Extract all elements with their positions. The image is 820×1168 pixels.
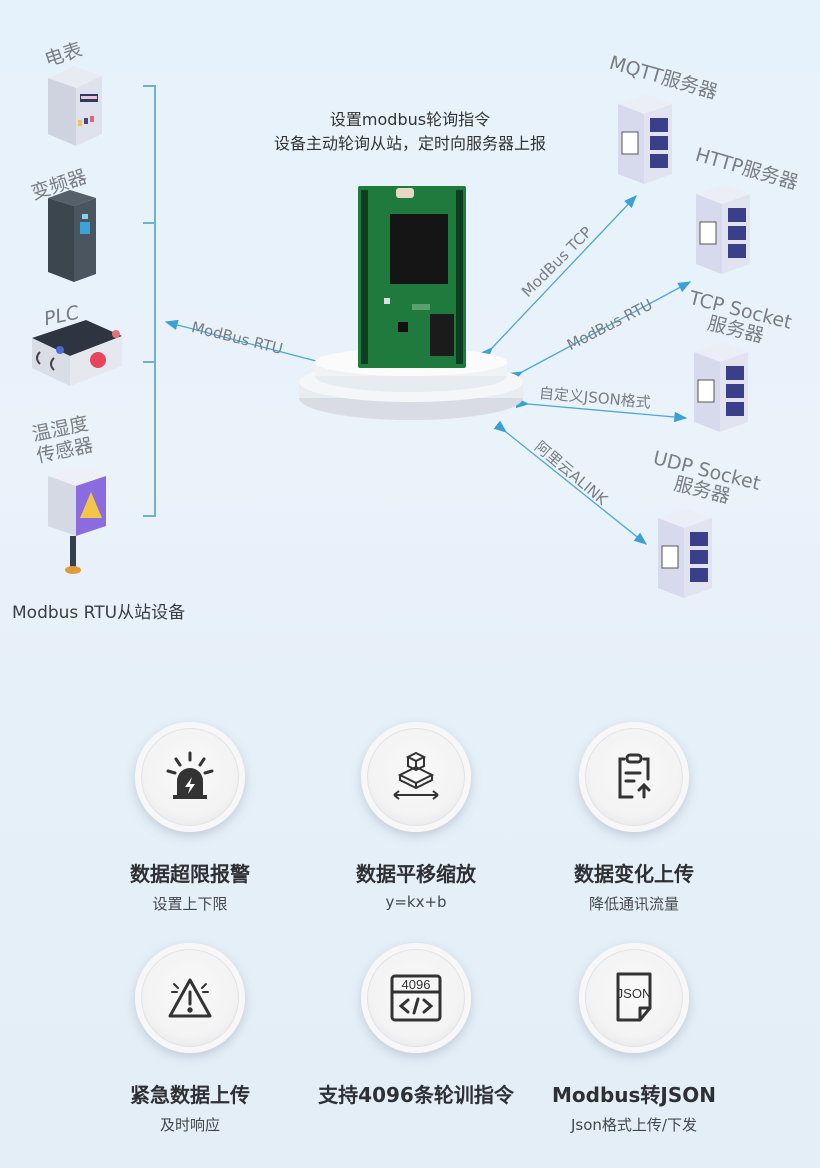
feature-data-limit-alarm: 数据超限报警 设置上下限 <box>80 722 300 914</box>
alarm-light-icon <box>166 751 214 799</box>
slave-group-caption: Modbus RTU从站设备 <box>12 603 186 623</box>
electric-meter-icon <box>48 66 102 146</box>
feature-modbus-to-json: JSON Modbus转JSON Json格式上传/下发 <box>524 943 744 1135</box>
warning-triangle-icon <box>168 978 212 1018</box>
slave-bus-bracket <box>154 85 156 517</box>
code-4096-icon-text: 4096 <box>402 977 431 992</box>
link-lines <box>164 195 692 545</box>
bracket-tick <box>143 361 155 363</box>
code-4096-icon: 4096 <box>390 974 442 1022</box>
feature-emergency-upload: 紧急数据上传 及时响应 <box>80 943 300 1135</box>
clipboard-upload-icon <box>618 753 651 799</box>
mqtt-server-icon <box>618 94 672 184</box>
feature-icon-circle: 4096 <box>361 943 471 1053</box>
bracket-tick <box>143 515 155 517</box>
plc-icon <box>32 320 122 386</box>
feature-subtitle: Json格式上传/下发 <box>571 1116 697 1134</box>
inverter-cabinet-icon <box>48 190 96 282</box>
feature-4096-poll-commands: 4096 支持4096条轮训指令 <box>306 943 526 1114</box>
feature-subtitle: 设置上下限 <box>152 895 228 913</box>
feature-title: 支持4096条轮训指令 <box>318 1083 514 1107</box>
center-caption-line2: 设备主动轮询从站，定时向服务器上报 <box>273 134 546 153</box>
bracket-tick <box>143 222 155 224</box>
feature-subtitle: 降低通讯流量 <box>588 895 679 913</box>
feature-icon-circle <box>579 722 689 832</box>
udp-socket-server-icon <box>658 508 712 598</box>
feature-icon-circle: JSON <box>579 943 689 1053</box>
feature-icon-circle <box>361 722 471 832</box>
bracket-tick <box>143 85 155 87</box>
feature-data-scale-translate: 数据平移缩放 y=kx+b <box>306 722 526 911</box>
controller-board-icon <box>358 186 466 368</box>
feature-icon-circle <box>135 722 245 832</box>
feature-icon-circle <box>135 943 245 1053</box>
feature-subtitle: y=kx+b <box>385 893 447 911</box>
feature-title: Modbus转JSON <box>551 1083 716 1107</box>
feature-title: 紧急数据上传 <box>130 1083 250 1107</box>
feature-title: 数据超限报警 <box>130 862 250 886</box>
feature-data-change-upload: 数据变化上传 降低通讯流量 <box>524 722 744 914</box>
http-server-icon <box>696 184 750 274</box>
sensor-box-icon <box>48 466 106 574</box>
feature-subtitle: 及时响应 <box>159 1116 220 1134</box>
feature-title: 数据变化上传 <box>574 862 694 886</box>
json-file-icon-text: JSON <box>617 986 652 1001</box>
tcp-socket-server-icon <box>694 342 748 432</box>
center-caption-line1: 设置modbus轮询指令 <box>329 110 491 129</box>
scale-translate-icon <box>393 751 439 800</box>
json-file-icon: JSON <box>616 972 652 1022</box>
feature-title: 数据平移缩放 <box>356 862 476 886</box>
center-caption: 设置modbus轮询指令 设备主动轮询从站，定时向服务器上报 <box>220 108 600 156</box>
